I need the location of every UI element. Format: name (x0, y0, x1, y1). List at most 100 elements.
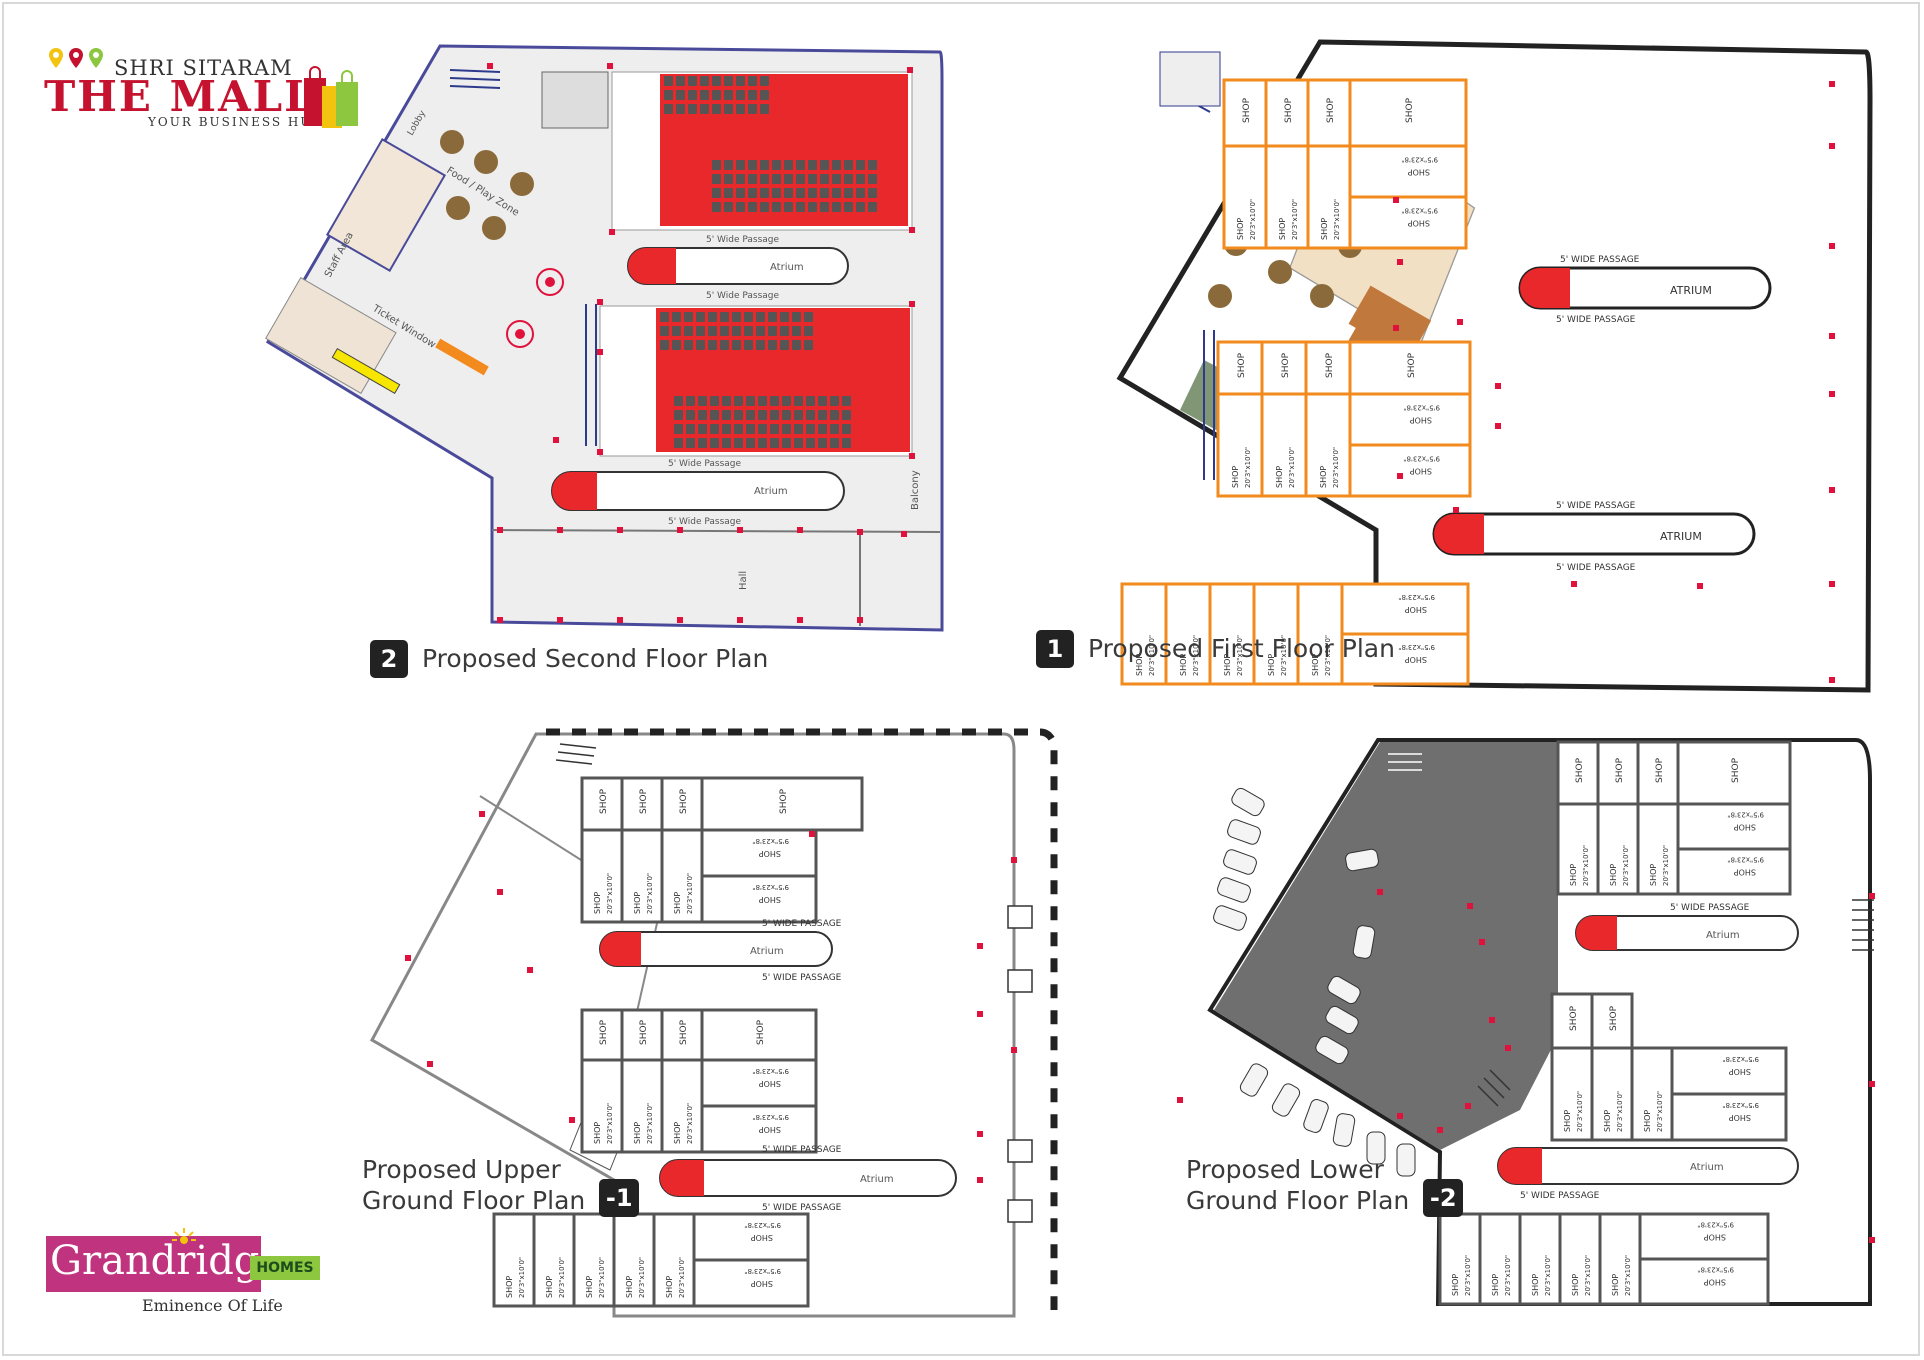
shop-label: SHOP (1284, 97, 1294, 123)
shop-dimension: 20'3"x10'0" (1544, 1255, 1552, 1296)
shop-dimension: 20'3"x10'0" (686, 873, 694, 914)
parked-car (1315, 1035, 1349, 1065)
shop-label: SHOP (759, 895, 781, 904)
parked-car (1223, 849, 1257, 875)
column-marker (1829, 81, 1835, 87)
shop-label: SHOP (1603, 1110, 1612, 1132)
parked-car (1345, 848, 1379, 872)
cinema-seat (664, 76, 673, 86)
shop-label: SHOP (1729, 1113, 1751, 1122)
cinema-seat (796, 160, 805, 170)
cinema-seat (720, 326, 729, 336)
cinema-seat (782, 424, 791, 434)
atrium-label: ATRIUM (1660, 530, 1702, 543)
shop-label: SHOP (1267, 654, 1276, 676)
cinema-seat (722, 396, 731, 406)
shop-unit (1638, 1212, 1770, 1261)
column-marker (1177, 1097, 1183, 1103)
cinema-seat (868, 160, 877, 170)
cinema-seat (820, 188, 829, 198)
shop-label: SHOP (1326, 97, 1336, 123)
shop-label: SHOP (1237, 352, 1247, 378)
column-marker (1453, 507, 1459, 513)
shop-label: SHOP (1531, 1274, 1540, 1296)
shop-label: SHOP (1643, 1110, 1652, 1132)
cinema-seat (736, 104, 745, 114)
shop-label: SHOP (1236, 218, 1245, 240)
shop-dimension: 20'3"x10'0" (1582, 845, 1590, 886)
cinema-seat (696, 326, 705, 336)
mall-logo-title: THE MALL (44, 72, 316, 121)
cinema-seat (844, 160, 853, 170)
cinema-seat (756, 340, 765, 350)
shop-unit (660, 1058, 704, 1154)
parked-car (1396, 1143, 1416, 1177)
cinema-seat (748, 104, 757, 114)
food-zone-tables (440, 130, 534, 240)
cinema-seat (676, 76, 685, 86)
cinema-seat (748, 202, 757, 212)
shop-unit (580, 1058, 624, 1154)
shop-dimension: 20'3"x10'0" (518, 1257, 526, 1298)
shop-dimension: 9'5"x23'8" (1398, 643, 1435, 651)
shop-dimension: 20'3"x10'0" (1333, 199, 1341, 240)
cinema-seat (796, 188, 805, 198)
lower-ground-title: Proposed Lower Ground Floor Plan (1186, 1154, 1409, 1217)
cinema-seat (830, 410, 839, 420)
cinema-seat (688, 90, 697, 100)
column-marker (569, 1117, 575, 1123)
shop-dimension: 20'3"x10'0" (1148, 635, 1156, 676)
shop-label: SHOP (1408, 168, 1430, 177)
atrium-label: Atrium (750, 946, 784, 957)
shop-label: SHOP (1729, 1067, 1751, 1076)
column-marker (405, 955, 411, 961)
shop-label: SHOP (679, 788, 689, 814)
passage-label: 5' Wide Passage (668, 517, 742, 527)
cinema-seat (768, 340, 777, 350)
cinema-seat (818, 396, 827, 406)
cinema-seat (784, 188, 793, 198)
shop-dimension: 20'3"x10'0" (1584, 1255, 1592, 1296)
column-marker (907, 67, 913, 73)
balcony-label: Balcony (910, 470, 921, 510)
first-floor-plan: SHOP SHOP SHOP SHOP SHOP 20'3"x10'0" SHOP 20'3"… (1100, 0, 1924, 700)
shop-unit (612, 1212, 656, 1308)
shop-unit (1478, 1212, 1522, 1306)
shop-unit (652, 1212, 696, 1308)
shop-unit (1670, 1046, 1788, 1096)
shop-unit (1216, 392, 1264, 498)
shop-unit (1348, 340, 1472, 396)
cinema-seat (772, 202, 781, 212)
cinema-seat (660, 312, 669, 322)
column-marker (1397, 473, 1403, 479)
shop-unit (1348, 443, 1472, 498)
second-floor-plan: Atrium Atrium 5' Wide Passage 5' Wide Pa… (0, 0, 960, 680)
column-marker (1829, 391, 1835, 397)
shop-label: SHOP (545, 1276, 554, 1298)
atrium-label: Atrium (754, 486, 788, 497)
parked-car (1303, 1099, 1329, 1133)
shop-unit (532, 1212, 576, 1308)
cinema-seat (830, 396, 839, 406)
cinema-seat (796, 174, 805, 184)
shop-label: SHOP (505, 1276, 514, 1298)
shop-unit (1348, 195, 1468, 250)
shop-unit (1676, 802, 1792, 851)
shop-label: SHOP (1649, 864, 1658, 886)
mall-logo: SHRI SITARAM THE MALL YOUR BUSINESS HUB (44, 44, 364, 134)
cinema-seat (708, 340, 717, 350)
atrium-ug-bottom (659, 1159, 957, 1197)
lower-ground-badge: -2 (1423, 1178, 1464, 1217)
shop-unit (700, 1008, 818, 1062)
passage-label: 5' WIDE PASSAGE (1556, 563, 1636, 573)
cinema-seat (806, 438, 815, 448)
column-marker (1495, 383, 1501, 389)
lower-ground-plan-drawing: SHOP SHOP SHOP SHOP SHOP 20'3"x10'0" SHOP 20'3"… (1177, 738, 1875, 1306)
cinema-seat (784, 160, 793, 170)
column-marker (1489, 1017, 1495, 1023)
column-marker (427, 1061, 433, 1067)
cinema-seat (760, 104, 769, 114)
column-marker (909, 453, 915, 459)
cinema-seat (660, 340, 669, 350)
